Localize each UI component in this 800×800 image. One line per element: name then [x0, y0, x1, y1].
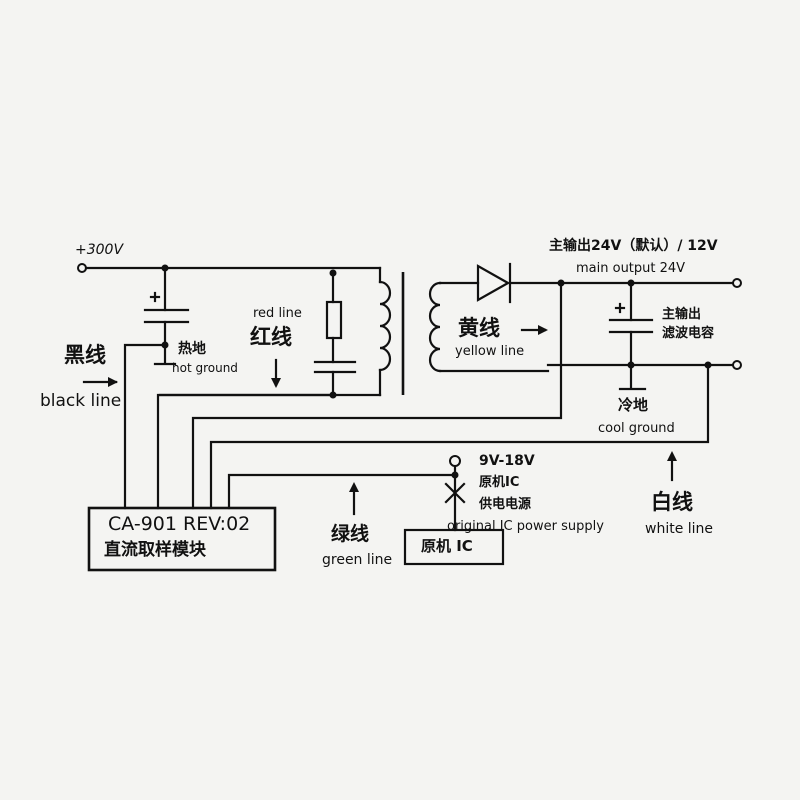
dc-sampling-module-box — [87, 506, 277, 572]
hot-filter-capacitor — [143, 266, 190, 366]
green-line-en-label: green line — [322, 552, 393, 568]
cool-ground-rail — [546, 360, 742, 370]
ic-supply-en-label: original IC power supply — [447, 519, 604, 534]
rail-300v — [77, 263, 382, 277]
output-cap-cn-label-1: 主输出 — [662, 307, 702, 322]
ic-supply-cn-label-2: 供电电源 — [479, 497, 532, 512]
hot-ground-cn-label: 热地 — [178, 341, 206, 357]
module-name-label: 直流取样模块 — [104, 540, 206, 560]
sense-wires — [123, 281, 710, 532]
hot-ground-en-label: hot ground — [172, 361, 238, 375]
yellow-line-en-label: yellow line — [455, 344, 525, 359]
green-line-cn-label: 绿线 — [331, 523, 370, 545]
ic-supply-range-label: 9V-18V — [479, 453, 535, 469]
original-ic-box — [403, 528, 505, 566]
black-line-cn-label: 黑线 — [64, 343, 106, 367]
red-line-en-label: red line — [253, 306, 302, 321]
ic-box-label: 原机 IC — [421, 537, 473, 555]
white-line-en-label: white line — [645, 521, 714, 537]
output-filter-capacitor — [608, 281, 654, 391]
snubber-network — [313, 271, 357, 399]
module-title-label: CA-901 REV:02 — [108, 513, 251, 535]
white-line-cn-label: 白线 — [651, 490, 693, 514]
ic-supply-cn-label-1: 原机IC — [479, 475, 520, 490]
main-output-en-label: main output 24V — [576, 261, 686, 276]
annotation-arrows — [82, 325, 677, 516]
output-diode — [438, 262, 742, 304]
supply-300v-label: +300V — [75, 242, 124, 258]
red-line-cn-label: 红线 — [250, 325, 292, 349]
cool-ground-en-label: cool ground — [598, 421, 675, 436]
cool-ground-cn-label: 冷地 — [618, 396, 649, 414]
yellow-line-cn-label: 黄线 — [458, 316, 500, 340]
output-cap-cn-label-2: 滤波电容 — [662, 326, 715, 341]
black-line-en-label: black line — [40, 391, 122, 411]
main-output-cn-label: 主输出24V（默认）/ 12V — [549, 238, 718, 254]
